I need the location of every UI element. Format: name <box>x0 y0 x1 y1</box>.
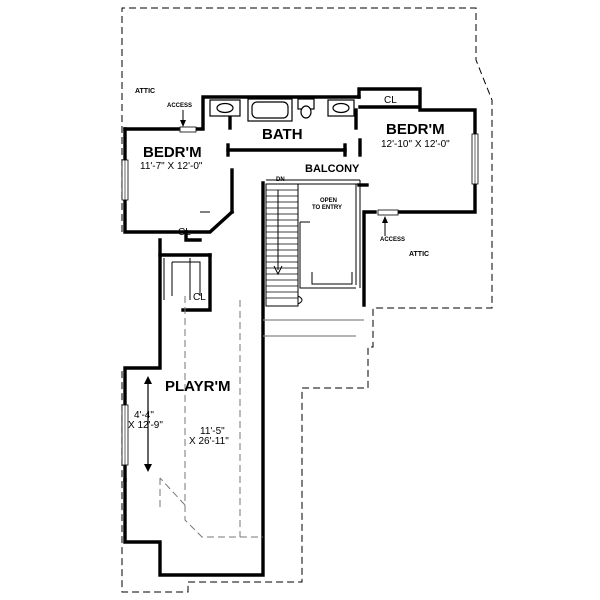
access-right-label: ACCESS <box>380 237 405 243</box>
attic-right-label: ATTIC <box>409 251 429 258</box>
bedroom-right-dims: 12'-10" X 12'-0" <box>381 139 450 150</box>
porch-lines <box>263 319 364 337</box>
playroom-dim-line2: X 26'-11" <box>189 436 229 447</box>
staircase <box>265 183 303 307</box>
stair-down-label: DN <box>276 177 285 183</box>
alcove-dim-line1: 4'-4" <box>134 410 154 421</box>
access-left-label: ACCESS <box>167 103 192 109</box>
open-label-line2: TO ENTRY <box>312 205 342 211</box>
bath-fixtures <box>209 98 355 122</box>
playroom-label: PLAYR'M <box>165 378 231 395</box>
closet-lower-label: CL <box>193 292 206 303</box>
alcove-dim-line2: X 12'-9" <box>128 420 163 431</box>
bedroom-left-label: BEDR'M <box>143 144 202 161</box>
roof-outline <box>121 7 493 593</box>
access-arrows <box>180 110 388 236</box>
bath-label: BATH <box>262 126 303 143</box>
alcove-dimension-arrow <box>144 376 152 472</box>
windows <box>121 126 479 466</box>
playroom-dim-line1: 11'-5" <box>200 426 225 437</box>
balcony-label: BALCONY <box>305 163 360 175</box>
closet-top-label: CL <box>384 95 397 106</box>
bedroom-left-dims: 11'-7" X 12'-0" <box>140 161 203 172</box>
attic-left-label: ATTIC <box>135 88 155 95</box>
bedroom-right-label: BEDR'M <box>386 121 445 138</box>
open-label-line1: OPEN <box>320 198 337 204</box>
exterior-walls <box>123 87 477 577</box>
playroom-ceiling-lines <box>159 296 263 538</box>
closet-mid-label: CL <box>178 227 191 238</box>
